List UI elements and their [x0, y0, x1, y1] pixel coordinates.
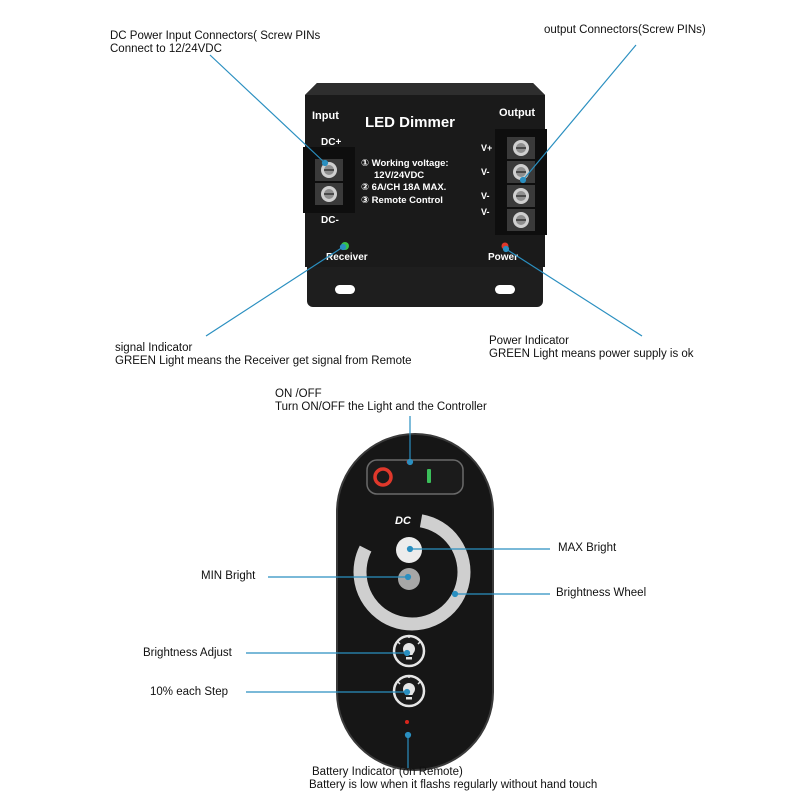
- callout-power: Power Indicator GREEN Light means power …: [489, 335, 694, 361]
- callout-step: 10% each Step: [150, 686, 228, 699]
- receiver-label: Receiver: [326, 252, 368, 263]
- v-label-2: V-: [481, 167, 490, 177]
- output-screw-v-minus-3: [507, 209, 535, 231]
- input-label: Input: [312, 110, 339, 122]
- callout-signal-line2: GREEN Light means the Receiver get signa…: [115, 355, 412, 367]
- callout-min-line1: MIN Bright: [201, 570, 256, 582]
- dc-plus-screw: [315, 159, 343, 181]
- callout-onoff-line2: Turn ON/OFF the Light and the Controller: [275, 401, 487, 413]
- max-bright-pad[interactable]: [396, 537, 422, 563]
- callout-wheel-line1: Brightness Wheel: [556, 587, 647, 599]
- controller-title: LED Dimmer: [365, 114, 455, 131]
- callout-adjust-line1: Brightness Adjust: [143, 647, 232, 659]
- on-off-panel: [366, 459, 464, 495]
- touch-remote: DC: [336, 433, 494, 771]
- output-screw-v-minus-1: [507, 161, 535, 183]
- callout-min: MIN Bright: [201, 570, 255, 583]
- callout-battery: Battery Indicator (on Remote) Battery is…: [309, 766, 598, 792]
- callout-step-line1: 10% each Step: [150, 686, 229, 698]
- callout-max: MAX Bright: [558, 542, 616, 555]
- output-screw-v-plus: [507, 137, 535, 159]
- output-label: Output: [499, 107, 535, 119]
- callout-signal-line1: signal Indicator: [115, 342, 193, 354]
- spec-line-1b: 12V/24VDC: [374, 170, 424, 181]
- callout-output-line1: output Connectors(Screw PINs): [544, 24, 706, 36]
- led-dimmer-controller: Input Output LED Dimmer DC+ DC- V+ V- V-…: [303, 83, 547, 307]
- callout-dc-input-line2: Connect to 12/24VDC: [110, 43, 222, 55]
- power-red-led: [501, 242, 509, 250]
- callout-onoff: ON /OFF Turn ON/OFF the Light and the Co…: [275, 388, 487, 414]
- mounting-hole-left: [335, 285, 355, 294]
- callout-dc-input: DC Power Input Connectors( Screw PINs Co…: [110, 30, 320, 56]
- controller-body: [305, 83, 545, 267]
- dc-minus-screw: [315, 183, 343, 205]
- callout-power-line1: Power Indicator: [489, 335, 569, 347]
- min-bright-pad[interactable]: [398, 568, 420, 590]
- power-label: Power: [488, 252, 518, 263]
- brightness-up-button[interactable]: [392, 634, 426, 668]
- callout-wheel: Brightness Wheel: [556, 587, 646, 600]
- callout-max-line1: MAX Bright: [558, 542, 617, 554]
- callout-onoff-line1: ON /OFF: [275, 388, 322, 400]
- callout-battery-line1: Battery Indicator (on Remote): [312, 766, 463, 778]
- receiver-green-led: [341, 242, 349, 250]
- off-button-icon[interactable]: [373, 467, 393, 487]
- spec-line-2: ② 6A/CH 18A MAX.: [361, 182, 446, 193]
- spec-line-3: ③ Remote Control: [361, 195, 443, 206]
- remote-logo: DC: [395, 515, 412, 527]
- callout-dc-input-line1: DC Power Input Connectors( Screw PINs: [110, 30, 321, 42]
- brightness-down-button[interactable]: [392, 674, 426, 708]
- v-label-1: V+: [481, 143, 492, 153]
- callout-adjust: Brightness Adjust: [143, 647, 232, 660]
- on-button-icon[interactable]: [427, 469, 431, 483]
- dc-plus-label: DC+: [321, 137, 341, 148]
- v-label-3: V-: [481, 191, 490, 201]
- callout-battery-line2: Battery is low when it flashs regularly …: [309, 779, 598, 791]
- dc-minus-label: DC-: [321, 215, 339, 226]
- callout-output: output Connectors(Screw PINs): [544, 24, 706, 37]
- mounting-hole-right: [495, 285, 515, 294]
- output-screw-v-minus-2: [507, 185, 535, 207]
- callout-signal: signal Indicator GREEN Light means the R…: [115, 342, 412, 368]
- v-label-4: V-: [481, 207, 490, 217]
- spec-line-1: ① Working voltage:: [361, 158, 449, 169]
- battery-indicator-led: [405, 720, 409, 724]
- on-off-indicator-led: [406, 459, 412, 465]
- remote-body: [337, 434, 493, 770]
- callout-power-line2: GREEN Light means power supply is ok: [489, 348, 694, 360]
